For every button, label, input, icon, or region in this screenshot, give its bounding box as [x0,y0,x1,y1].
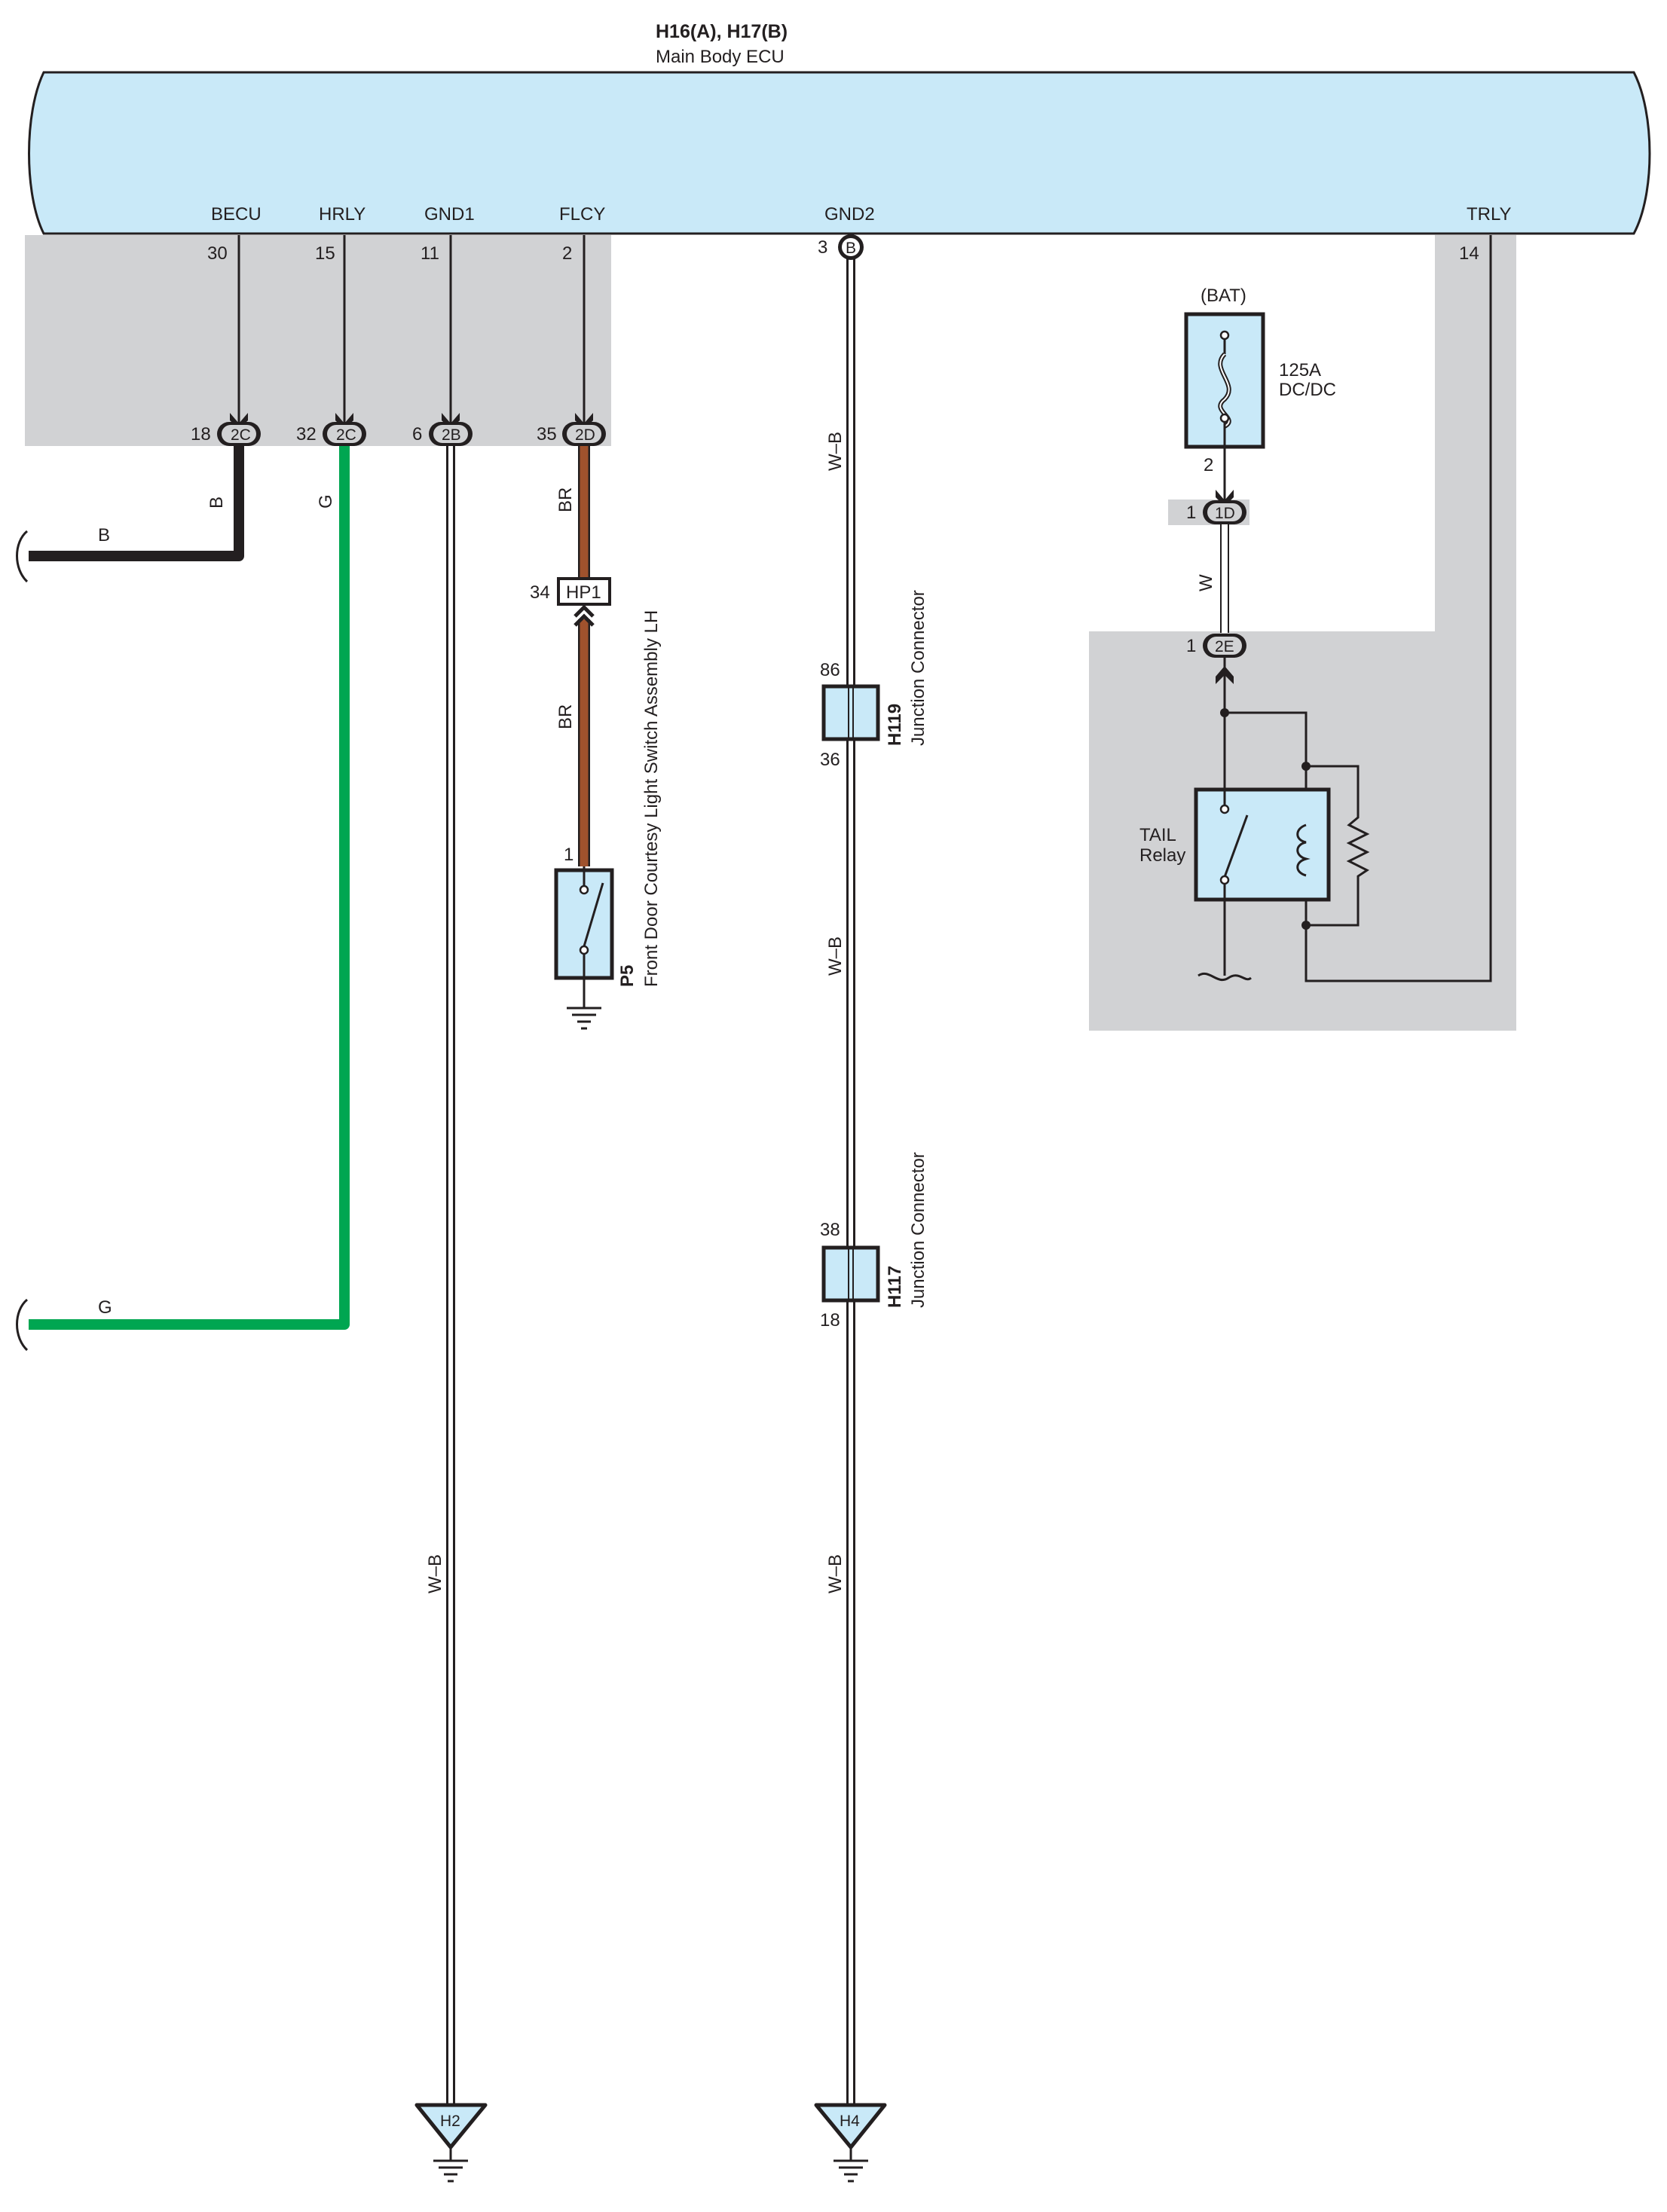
terminal-flcy: FLCY [559,204,605,225]
wire-label-gnd2-3: W–B [825,1554,846,1593]
h119-name: Junction Connector [908,590,928,746]
connector-b-gnd2: B [838,234,864,260]
connector-2e: 2E [1203,634,1246,658]
junction-block-left [25,235,611,446]
wire-label-gnd2-2: W–B [825,936,846,976]
relay-label-2: Relay [1139,845,1185,866]
wire-label-gnd2-1: W–B [825,432,846,471]
connector-id: 2C [231,426,251,444]
wire-label-gnd1: W–B [425,1554,445,1593]
h119-part-no: H119 [885,704,905,746]
fuse-125a [1184,312,1265,449]
tail-relay [1194,658,1370,981]
connector-2b-gnd1: 2B [429,422,473,446]
connector-pin: 18 [191,424,211,445]
wire-hrly-break [16,1298,29,1352]
pin-hrly: 15 [315,243,335,264]
connector-pin: 1 [1186,636,1196,656]
wire-trly [1305,235,1492,982]
pin-gnd1: 11 [421,243,439,264]
ecu-code: H16(A), H17(B) [656,21,788,42]
pin-gnd2: 3 [818,237,827,258]
connector-1d: 1D [1203,500,1246,524]
h117-pin-bottom: 18 [820,1310,840,1331]
h119-pin-bottom: 36 [820,750,840,770]
fuse-source: (BAT) [1201,286,1246,306]
h117-pin-top: 38 [820,1220,840,1240]
connector-2d-flcy: 2D [562,422,606,446]
hp1-pin: 34 [530,582,550,603]
terminal-trly: TRLY [1467,204,1512,225]
h117-part-no: H117 [885,1266,905,1308]
ground-h2-label: H2 [440,2113,460,2130]
fuse-pin: 2 [1204,455,1213,475]
connector-pin: 1 [1186,503,1196,523]
ecu-name: Main Body ECU [656,47,785,67]
wire-becu-b [29,445,244,561]
wire-label-flcy-upper: BR [555,487,576,512]
h117-name: Junction Connector [908,1152,928,1308]
switch-p5-name: Front Door Courtesy Light Switch Assembl… [641,610,662,987]
connector-pin: 35 [537,424,557,445]
wire-label-becu-h: B [98,525,110,545]
terminal-gnd1: GND1 [424,204,475,225]
fuse-rating: 125A [1279,360,1321,380]
connector-id: 2C [336,426,356,444]
wire-becu-break [16,530,29,583]
ground-point-h2 [414,2103,488,2183]
connector-hp1: HP1 [557,577,611,627]
connector-2c-hrly: 2C [323,422,366,446]
ground-h4-label: H4 [840,2113,860,2130]
connector-id: B [846,240,856,257]
connector-pin: 32 [296,424,317,445]
h119-pin-top: 86 [820,660,840,680]
terminal-hrly: HRLY [319,204,366,225]
connector-id: 2D [575,426,595,444]
pin-flcy: 2 [562,243,572,264]
wire-label-w: W [1196,574,1216,591]
switch-p5-pin: 1 [564,845,574,865]
junction-connector-h119 [821,684,880,741]
wire-hrly-g [29,445,350,1330]
ecu-body [28,71,1651,235]
pin-trly: 14 [1459,243,1479,264]
junction-block-right [1089,235,1516,1031]
ground-point-h4 [814,2103,887,2183]
connector-pin: 6 [412,424,422,445]
wire-label-hrly-v: G [316,494,336,509]
connector-id: 2B [442,426,461,444]
switch-p5-part-no: P5 [617,965,638,987]
wire-label-hrly-h: G [98,1297,112,1318]
connector-id: 1D [1215,505,1235,522]
fuse-name: DC/DC [1279,380,1336,400]
switch-p5 [554,866,614,1030]
wire-label-flcy-lower: BR [555,704,576,729]
relay-label-1: TAIL [1139,825,1176,845]
hp1-id: HP1 [566,582,601,603]
terminal-becu: BECU [211,204,262,225]
wire-label-becu-v: B [206,496,227,509]
connector-2c-becu: 2C [217,422,261,446]
junction-connector-h117 [821,1245,880,1303]
pin-becu: 30 [207,243,228,264]
terminal-gnd2: GND2 [824,204,875,225]
connector-id: 2E [1215,638,1234,655]
